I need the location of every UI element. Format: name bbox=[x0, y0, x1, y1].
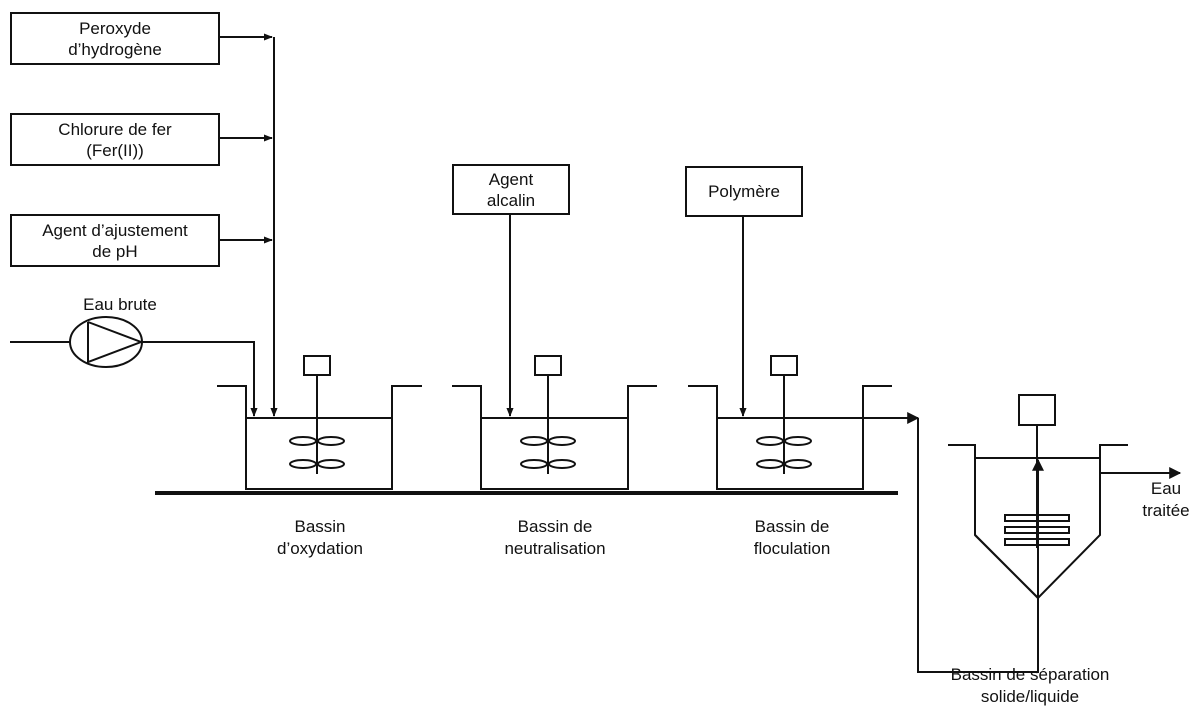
mixer-motor-floculation bbox=[770, 355, 798, 376]
mixer-motor-neutralisation bbox=[534, 355, 562, 376]
impeller-oxydation-1b bbox=[317, 436, 345, 446]
inlet-label: Eau brute bbox=[83, 295, 157, 314]
basin-separation-label: Bassin de séparation solide/liquide bbox=[950, 665, 1110, 706]
impeller-neutralisation-1a bbox=[520, 436, 548, 446]
separator-plate-3 bbox=[1004, 538, 1070, 546]
reagent-peroxyde-label: Peroxyde d’hydrogène bbox=[68, 18, 162, 59]
impeller-oxydation-1a bbox=[289, 436, 317, 446]
pump-symbol bbox=[69, 316, 143, 368]
impeller-floculation-1a bbox=[756, 436, 784, 446]
basin-oxydation-label: Bassin d’oxydation bbox=[276, 517, 363, 558]
reagent-box-polymere: Polymère bbox=[685, 166, 803, 217]
separator-plate-2 bbox=[1004, 526, 1070, 534]
separator-cone-left bbox=[974, 534, 1039, 599]
basin-floculation-tank bbox=[688, 385, 892, 490]
reagent-agent-ph-label: Agent d’ajustement de pH bbox=[42, 220, 188, 261]
reagent-box-peroxyde: Peroxyde d’hydrogène bbox=[10, 12, 220, 65]
mixer-motor-oxydation bbox=[303, 355, 331, 376]
separator-motor bbox=[1018, 394, 1056, 426]
reagent-box-chlorure: Chlorure de fer (Fer(II)) bbox=[10, 113, 220, 166]
impeller-neutralisation-2b bbox=[548, 459, 576, 469]
reagent-alcalin-label: Agent alcalin bbox=[486, 169, 536, 210]
impeller-neutralisation-1b bbox=[548, 436, 576, 446]
basin-floculation-label: Bassin de floculation bbox=[753, 517, 831, 558]
impeller-oxydation-2b bbox=[317, 459, 345, 469]
basin-oxydation-tank bbox=[217, 385, 422, 490]
basin-neutralisation-label: Bassin de neutralisation bbox=[504, 517, 606, 558]
separator-plate-1 bbox=[1004, 514, 1070, 522]
reagent-polymere-label: Polymère bbox=[708, 182, 780, 201]
separator-feed-line bbox=[917, 418, 1044, 673]
impeller-neutralisation-2a bbox=[520, 459, 548, 469]
inlet-line-right bbox=[142, 341, 258, 417]
reagent-chlorure-label: Chlorure de fer (Fer(II)) bbox=[58, 119, 172, 160]
outlet-label: Eau traitée bbox=[1142, 479, 1190, 520]
reagent-box-alcalin: Agent alcalin bbox=[452, 164, 570, 215]
pump-triangle bbox=[87, 321, 144, 364]
impeller-floculation-2b bbox=[784, 459, 812, 469]
impeller-floculation-1b bbox=[784, 436, 812, 446]
basin-neutralisation-tank bbox=[452, 385, 657, 490]
impeller-floculation-2a bbox=[756, 459, 784, 469]
impeller-oxydation-2a bbox=[289, 459, 317, 469]
reagent-box-agent-ph: Agent d’ajustement de pH bbox=[10, 214, 220, 267]
